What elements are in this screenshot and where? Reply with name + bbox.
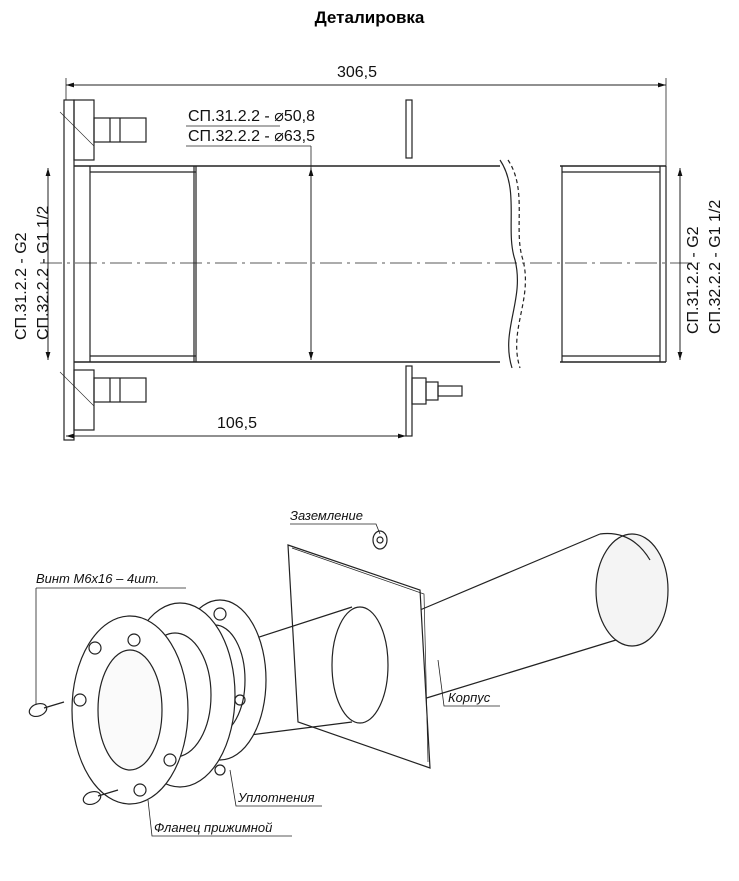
partial-length-label: 106,5 <box>217 415 257 432</box>
page-title: Деталировка <box>314 8 425 27</box>
section-view <box>40 78 700 441</box>
overall-length-label: 306,5 <box>337 64 377 81</box>
right-thread-label-2: СП.32.2.2 - G1 1/2 <box>707 200 724 334</box>
body-label: Корпус <box>448 690 491 705</box>
diameter-label-2: СП.32.2.2 - ⌀63,5 <box>188 128 315 145</box>
right-thread-label-1: СП.31.2.2 - G2 <box>685 226 702 334</box>
seals-label: Уплотнения <box>237 790 314 805</box>
flange-label: Фланец прижимной <box>154 820 272 835</box>
diameter-label-1: СП.31.2.2 - ⌀50,8 <box>188 108 315 125</box>
left-thread-label-1: СП.31.2.2 - G2 <box>13 232 30 340</box>
screw-label: Винт М6х16 – 4шт. <box>36 571 159 586</box>
left-thread-label-2: СП.32.2.2 - G1 1/2 <box>35 206 52 340</box>
isometric-view <box>28 523 669 837</box>
grounding-label: Заземление <box>290 508 363 523</box>
